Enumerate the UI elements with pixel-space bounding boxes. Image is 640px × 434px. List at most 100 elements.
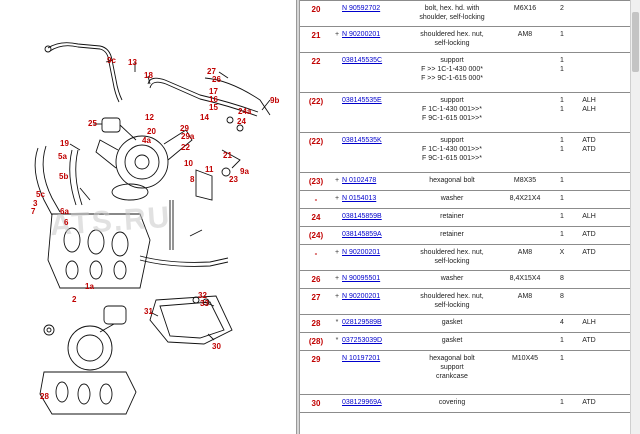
callout-5b[interactable]: 5b [59,172,69,181]
callout-6[interactable]: 6 [64,218,69,227]
callout-33[interactable]: 33 [200,299,209,308]
callout-26[interactable]: 26 [212,75,221,84]
part-number-link[interactable]: 038145859B [342,213,382,220]
part-number-link[interactable]: N 90200201 [342,249,381,256]
part-description: gasket [404,332,500,351]
callout-13[interactable]: 13 [128,58,137,67]
callout-28[interactable]: 28 [40,392,49,401]
part-number-link[interactable]: 038145535E [342,97,382,104]
callout-14[interactable]: 14 [200,113,209,122]
callout-3[interactable]: 3 [33,199,38,208]
callout-11[interactable]: 11 [205,165,214,174]
callout-21[interactable]: 21 [223,151,232,160]
part-number-link[interactable]: 038145535C [342,57,383,64]
cell-line: 1 [560,355,564,362]
part-spec [500,394,550,413]
exhaust-manifold-upper [47,213,151,289]
panel-splitter[interactable] [296,0,300,434]
cell-line: ALH [582,319,596,326]
callout-32[interactable]: 32 [198,291,207,300]
callout-24[interactable]: 24 [237,117,246,126]
cell-line: 1 [560,137,564,144]
callout-19[interactable]: 19 [60,139,69,148]
callout-15[interactable]: 15 [209,103,218,112]
cell-line: bolt, hex. hd. with [424,5,480,12]
callout-2[interactable]: 2 [72,295,77,304]
part-number: N 90200201 [342,26,404,53]
callout-7[interactable]: 7 [31,207,36,216]
callout-23[interactable]: 23 [229,175,238,184]
callout-6a[interactable]: 6a [60,207,69,216]
part-number-link[interactable]: N 90200201 [342,293,381,300]
callout-31[interactable]: 31 [144,307,153,316]
callout-8[interactable]: 8 [190,175,195,184]
callout-30[interactable]: 30 [212,342,221,351]
callout-9b[interactable]: 9b [270,96,280,105]
callout-24a[interactable]: 24a [238,107,252,116]
part-number-link[interactable]: N 0102478 [342,177,377,184]
callout-16[interactable]: 16 [209,95,218,104]
part-number-link[interactable]: N 90200201 [342,31,381,38]
vertical-scrollbar[interactable] [630,0,640,434]
cell-line: 1 [560,399,564,406]
row-filler [604,52,630,93]
callout-29[interactable]: 29 [180,124,189,133]
row-marker: + [332,172,342,191]
part-number: N 90592702 [342,0,404,27]
part-number-link[interactable]: 037253039D [342,337,383,344]
callout-5c[interactable]: 5c [36,190,45,199]
heat-shield [149,295,233,345]
callout-20[interactable]: 20 [147,127,156,136]
part-number-link[interactable]: 038145535K [342,137,382,144]
callout-1a[interactable]: 1a [85,282,94,291]
callout-27[interactable]: 27 [207,67,216,76]
row-filler [604,394,630,413]
spec-value: M10X45 [511,355,539,362]
part-number-link[interactable]: N 10197201 [342,355,381,362]
position-label: (24) [308,231,324,240]
spec-value: M6X16 [513,5,537,12]
cell-line: gasket [441,319,463,326]
part-number-link[interactable]: N 90095501 [342,275,381,282]
part-spec [500,52,550,93]
callout-18[interactable]: 18 [144,71,153,80]
callout-12[interactable]: 12 [145,113,154,122]
callout-17[interactable]: 17 [209,87,218,96]
scrollbar-thumb[interactable] [632,12,639,72]
callout-22[interactable]: 22 [181,143,190,152]
part-number-link[interactable]: 028129589B [342,319,382,326]
callout-9a[interactable]: 9a [240,167,249,176]
position-label: 29 [311,355,321,364]
callout-25[interactable]: 25 [88,119,97,128]
part-number-link[interactable]: N 0154013 [342,195,377,202]
callout-29a[interactable]: 29a [181,132,195,141]
part-number-link[interactable]: 038129969A [342,399,382,406]
callout-10[interactable]: 10 [184,159,193,168]
callout-9c[interactable]: 9c [107,56,116,65]
part-remark [574,26,604,53]
part-remark [574,0,604,27]
row-marker: + [332,244,342,271]
part-number-link[interactable]: 038145859A [342,231,382,238]
callout-5a[interactable]: 5a [58,152,67,161]
callout-4a[interactable]: 4a [142,136,151,145]
part-number-link[interactable]: N 90592702 [342,5,381,12]
